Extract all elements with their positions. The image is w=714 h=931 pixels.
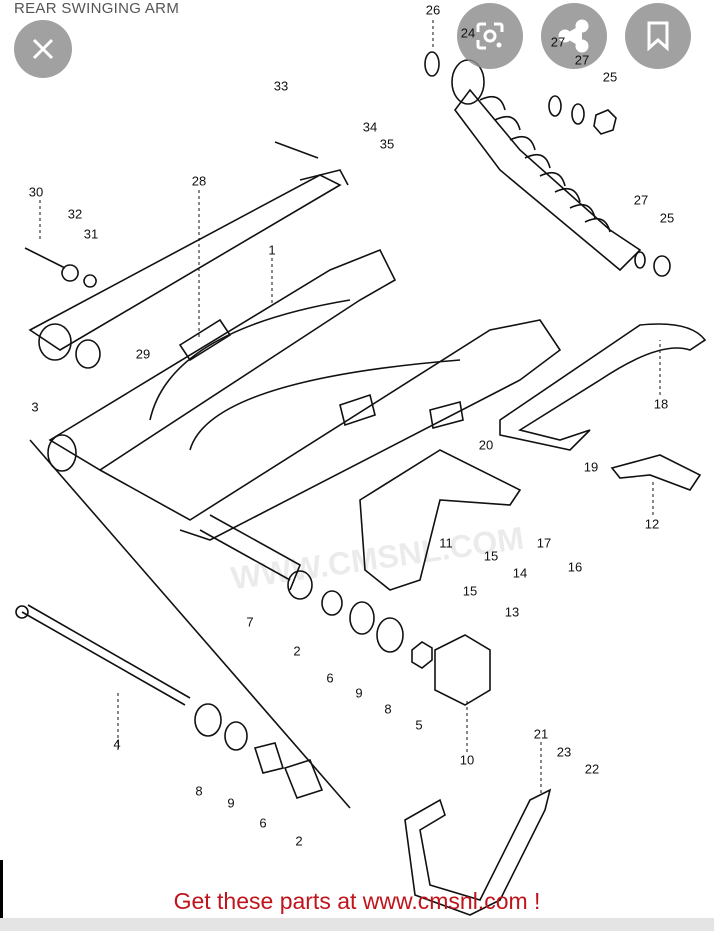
bracket-11 [359,449,522,591]
share-icon [558,19,589,53]
bookmark-button[interactable] [625,3,691,69]
lens-search-button[interactable] [457,3,523,69]
bracket-12 [610,454,702,491]
promo-text: Get these parts at www.cmsnl.com ! [173,888,541,914]
left-edge [0,860,3,918]
shock-absorber [424,51,671,277]
bottom-strip [0,918,714,931]
lens-search-icon [476,22,504,50]
bushings [194,570,491,799]
diagram-title: REAR SWINGING ARM [14,0,180,17]
torque-rod [24,141,349,369]
bookmark-icon [647,21,669,52]
close-icon [32,38,54,60]
close-button[interactable] [14,20,72,78]
axle [21,604,191,706]
share-button[interactable] [541,3,607,69]
bracket-21 [404,788,552,916]
swing-arm [47,248,562,591]
chain-guard [499,323,707,451]
